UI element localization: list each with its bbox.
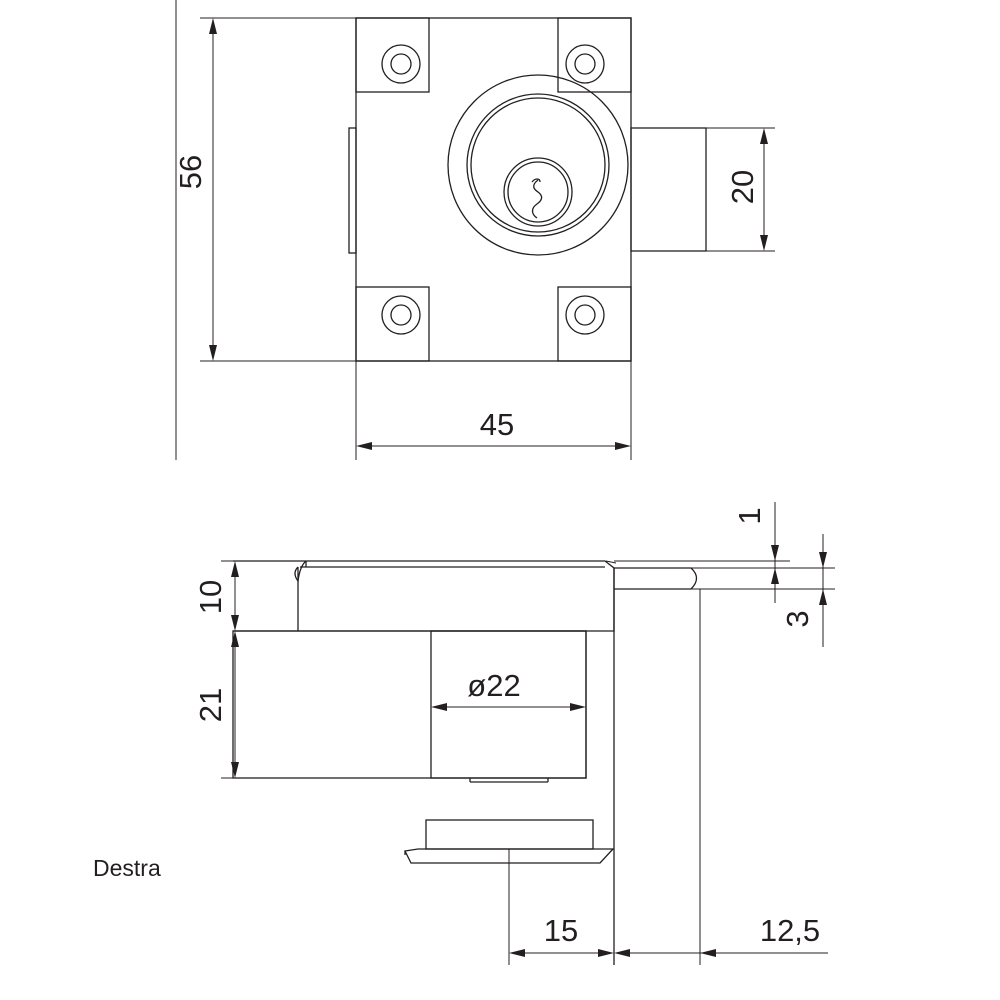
dimension-20: 20 <box>706 127 775 252</box>
dimension-label-10: 10 <box>193 580 228 614</box>
keyhole-icon <box>531 178 543 219</box>
cylinder-face <box>447 74 629 256</box>
front-plate <box>233 560 615 632</box>
mounting-pad-top-right <box>557 17 632 93</box>
dimension-45: 45 <box>355 361 632 460</box>
dimension-label-12-5: 12,5 <box>760 913 820 948</box>
dimension-diameter-22: ø22 <box>431 668 586 711</box>
dimension-label-45: 45 <box>480 407 514 442</box>
screw-hole-bottom-right <box>565 295 605 335</box>
caption-label: Destra <box>93 855 161 881</box>
bolt <box>630 127 707 252</box>
dimension-21: 21 <box>193 631 239 779</box>
mounting-pad-bottom-left <box>355 286 430 362</box>
hidden-edge <box>557 82 580 93</box>
dimension-15: 15 <box>509 913 614 957</box>
bolt-side <box>614 567 698 590</box>
screw-hole-bottom-left <box>381 295 421 335</box>
dimension-label-21: 21 <box>193 688 228 722</box>
mounting-pad-bottom-right <box>557 286 632 362</box>
dimension-label-3: 3 <box>780 610 815 627</box>
side-tab <box>348 127 357 254</box>
dimension-3: 3 <box>780 534 827 647</box>
dimension-10: 10 <box>193 560 298 631</box>
side-view: 10 21 ø22 1 3 <box>193 502 835 965</box>
dimension-56: 56 <box>173 17 356 362</box>
side-body <box>232 630 587 779</box>
strike-plate <box>404 819 615 965</box>
screw-hole-top-right <box>565 44 605 84</box>
lock-body <box>355 17 632 362</box>
dimension-label-1: 1 <box>732 507 767 524</box>
dimension-1: 1 <box>732 502 779 603</box>
dimension-12-5: 12,5 <box>614 913 828 957</box>
dimension-label-20: 20 <box>725 170 760 204</box>
cylinder-side <box>430 630 587 779</box>
dimension-label-15: 15 <box>544 913 578 948</box>
dimension-label-56: 56 <box>173 155 208 189</box>
top-view: 56 45 20 <box>173 0 775 460</box>
mounting-pad-top-left <box>355 17 430 93</box>
screw-hole-top-left <box>381 44 421 84</box>
dimension-label-diameter-22: ø22 <box>467 668 520 703</box>
